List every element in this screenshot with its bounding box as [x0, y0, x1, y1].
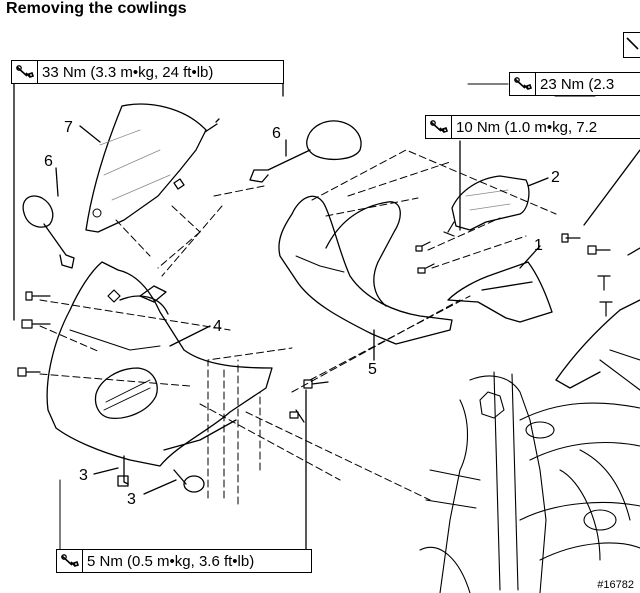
windscreen-part: [85, 103, 207, 233]
figure-id: #16782: [597, 579, 634, 591]
torque-spec-text: 5 Nm (0.5 m•kg, 3.6 ft•lb): [87, 552, 255, 570]
torque-spec-text: 10 Nm (1.0 m•kg, 7.2: [456, 118, 598, 136]
torque-spec-text: 33 Nm (3.3 m•kg, 24 ft•lb): [42, 63, 214, 81]
callout-5: 5: [368, 361, 377, 378]
torque-spec-33nm: 33 Nm (3.3 m•kg, 24 ft•lb): [11, 60, 284, 84]
page-title: Removing the cowlings: [6, 0, 187, 17]
inner-cowling-part: [278, 195, 453, 345]
callout-1: 1: [534, 237, 543, 254]
callout-7: 7: [64, 119, 73, 136]
wrench-torque-icon: [626, 37, 639, 50]
torque-spec-text: 23 Nm (2.3: [540, 75, 615, 93]
torque-spec-5nm: 5 Nm (0.5 m•kg, 3.6 ft•lb): [56, 549, 312, 573]
right-mirror-part: [249, 120, 362, 183]
wrench-torque-icon: [510, 73, 536, 95]
torque-spec-clipped: [623, 32, 640, 58]
wrench-torque-icon: [57, 550, 83, 572]
callout-3: 3: [79, 467, 88, 484]
callout-4: 4: [213, 318, 222, 335]
callout-6: 6: [272, 125, 281, 142]
callout-3: 3: [127, 491, 136, 508]
wrench-torque-icon: [426, 116, 452, 138]
frame-sketch: [419, 349, 640, 593]
left-mirror-part: [22, 195, 75, 269]
under-panel-part: [447, 261, 553, 323]
wrench-torque-icon: [12, 61, 38, 83]
torque-spec-10nm: 10 Nm (1.0 m•kg, 7.2: [425, 115, 640, 139]
torque-spec-23nm: 23 Nm (2.3: [509, 72, 640, 96]
callout-2: 2: [551, 169, 560, 186]
callout-6: 6: [44, 153, 53, 170]
